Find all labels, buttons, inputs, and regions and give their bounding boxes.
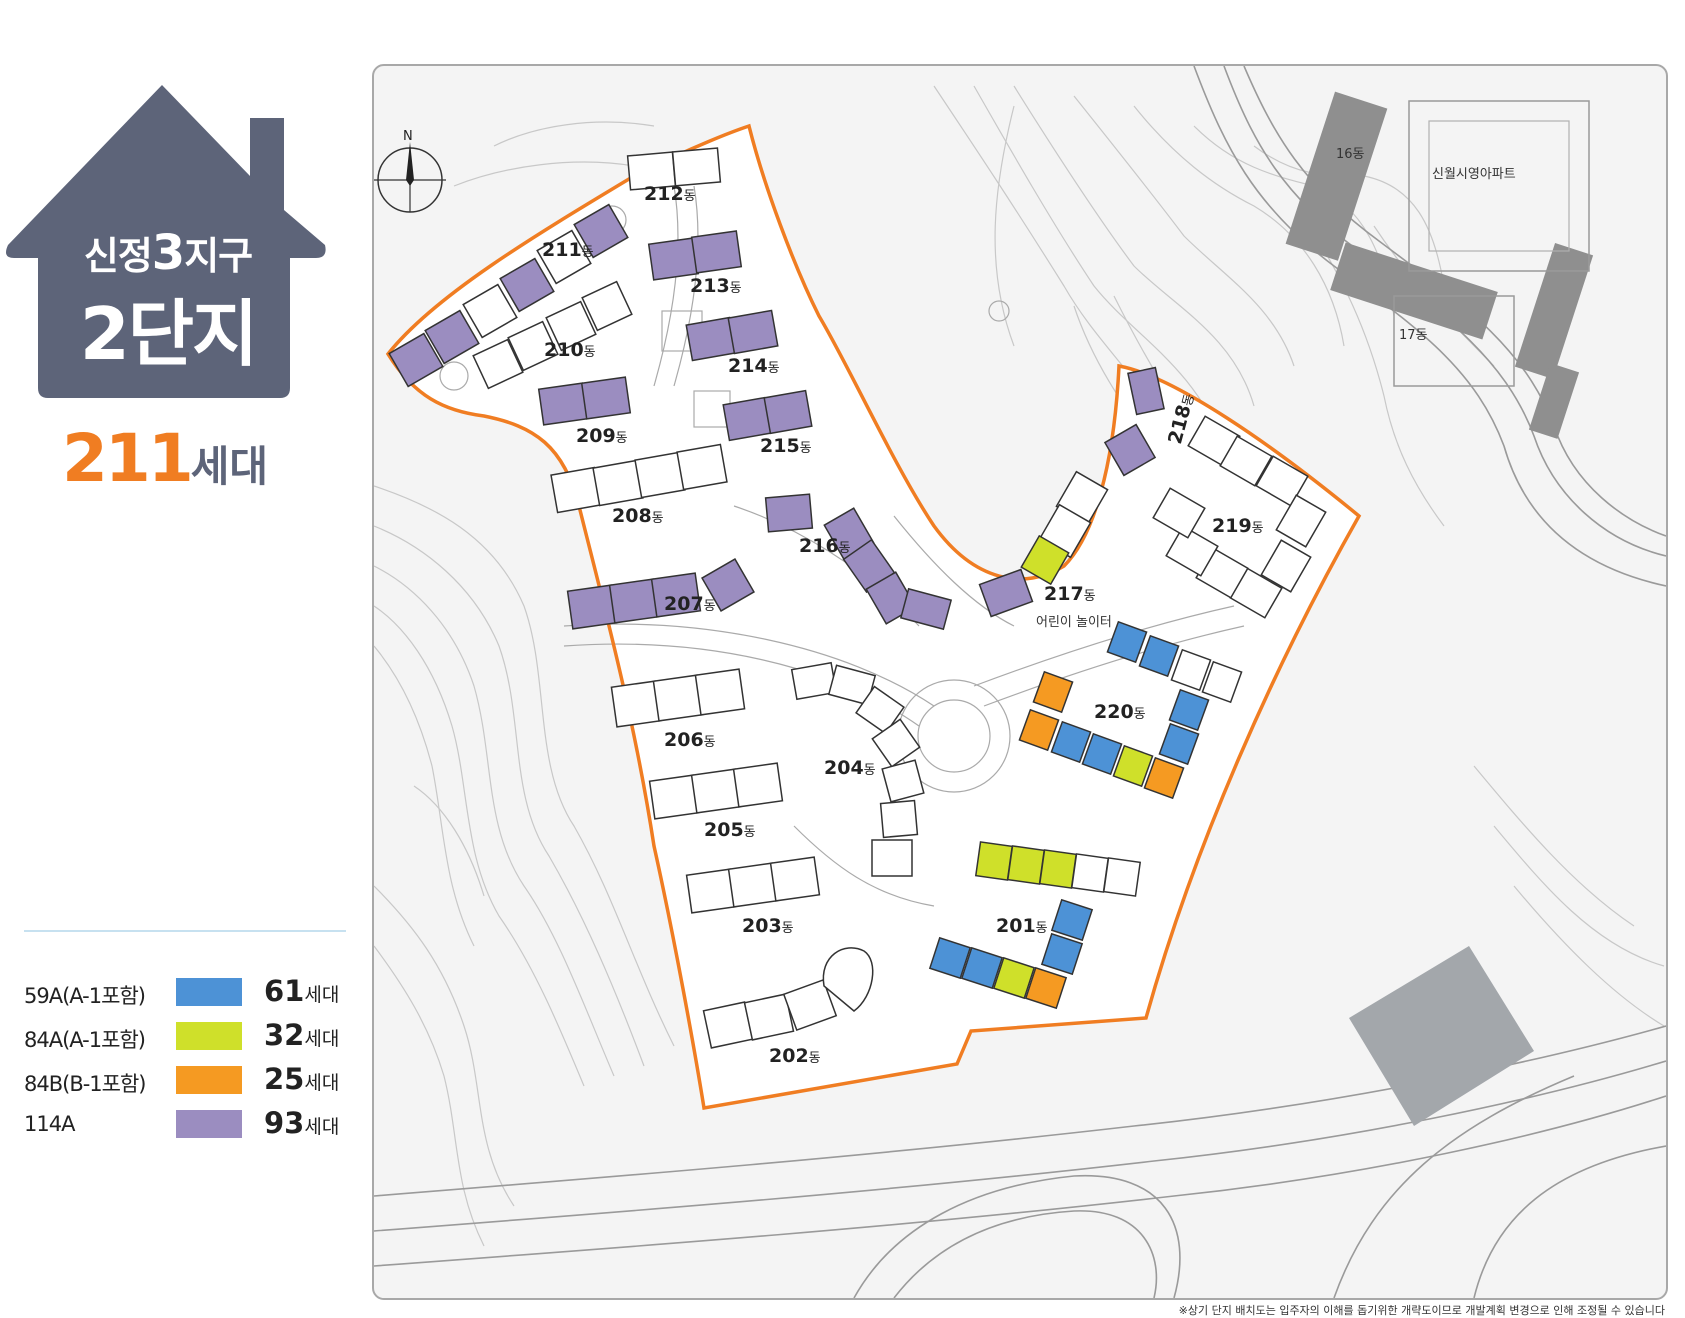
site-map: 16동 신월시영아파트 17동 (372, 64, 1668, 1300)
north-label: N (403, 129, 413, 144)
legend-row-84B: 84B(B-1포함) 25세대 (24, 1060, 344, 1100)
legend-row-114A: 114A 93세대 (24, 1104, 344, 1144)
label-216: 216동 (799, 535, 851, 557)
label-209: 209동 (576, 425, 628, 447)
label-208: 208동 (612, 505, 664, 527)
label-213: 213동 (690, 275, 742, 297)
house-badge (6, 85, 326, 398)
building-214 (685, 309, 779, 362)
legend-swatch (176, 1022, 242, 1050)
legend-label: 84A(A-1포함) (24, 1028, 146, 1052)
building-205 (648, 762, 784, 820)
label-210: 210동 (544, 339, 596, 361)
total-households-unit: 세대 (190, 442, 269, 491)
site-map-drawing: 16동 신월시영아파트 17동 (374, 66, 1666, 1298)
label-217: 217동 (1044, 583, 1096, 605)
label-204: 204동 (824, 757, 876, 779)
label-203: 203동 (742, 915, 794, 937)
building-204 (790, 661, 925, 877)
complex-title-line2: 2단지 (79, 292, 259, 376)
building-219 (1152, 415, 1327, 619)
label-220: 220동 (1094, 701, 1146, 723)
building-201 (928, 841, 1142, 1010)
apartment-buildings (388, 147, 1327, 1049)
building-206 (610, 668, 746, 728)
legend-row-59A: 59A(A-1포함) 61세대 (24, 972, 344, 1012)
building-213 (647, 230, 743, 281)
legend-swatch (176, 978, 242, 1006)
label-202: 202동 (769, 1045, 821, 1067)
building-labels: 212동 211동 213동 210동 214동 209동 215동 208동 … (542, 183, 1264, 1067)
building-209 (537, 376, 632, 426)
building-218 (1103, 366, 1165, 477)
total-households: 211세대 (0, 420, 330, 497)
playground-label: 어린이 놀이터 (1036, 615, 1112, 630)
building-212 (626, 147, 722, 191)
legend-divider (24, 930, 346, 932)
label-205: 205동 (704, 819, 756, 841)
legend-count: 32세대 (264, 1018, 340, 1052)
label-215: 215동 (760, 435, 812, 457)
legend-label: 59A(A-1포함) (24, 984, 146, 1008)
building-210 (472, 280, 633, 390)
building-208 (550, 443, 728, 514)
label-sinwol-apartment: 신월시영아파트 (1432, 167, 1516, 182)
legend-label: 84B(B-1포함) (24, 1072, 146, 1096)
label-201: 201동 (996, 915, 1048, 937)
label-211: 211동 (542, 239, 594, 261)
legend-label: 114A (24, 1112, 75, 1136)
legend-swatch (176, 1110, 242, 1138)
disclaimer-footnote: ※상기 단지 배치도는 입주자의 이해를 돕기위한 개략도이므로 개발계획 변경… (1178, 1304, 1665, 1317)
neighbouring-apartments: 16동 신월시영아파트 17동 (1285, 91, 1594, 439)
label-207: 207동 (664, 593, 716, 615)
building-211 (388, 203, 629, 388)
north-arrow-icon (406, 142, 414, 186)
label-17-dong: 17동 (1399, 328, 1428, 343)
label-214: 214동 (728, 355, 780, 377)
building-220 (1018, 620, 1243, 800)
total-households-count: 211 (61, 420, 194, 497)
building-202 (702, 947, 874, 1049)
legend-count: 61세대 (264, 974, 340, 1008)
building-217 (978, 470, 1109, 618)
label-219: 219동 (1212, 515, 1264, 537)
building-203 (685, 856, 821, 914)
legend-count: 93세대 (264, 1106, 340, 1140)
label-16-dong: 16동 (1336, 147, 1365, 162)
building-215 (722, 389, 813, 442)
legend-swatch (176, 1066, 242, 1094)
building-207 (566, 558, 755, 630)
compass: N (374, 129, 446, 213)
complex-title-line1: 신정3지구 (83, 225, 253, 281)
parking-structure (1349, 946, 1534, 1126)
legend-row-84A: 84A(A-1포함) 32세대 (24, 1016, 344, 1056)
legend-count: 25세대 (264, 1062, 340, 1096)
building-216 (764, 493, 953, 631)
label-212: 212동 (644, 183, 696, 205)
label-206: 206동 (664, 729, 716, 751)
